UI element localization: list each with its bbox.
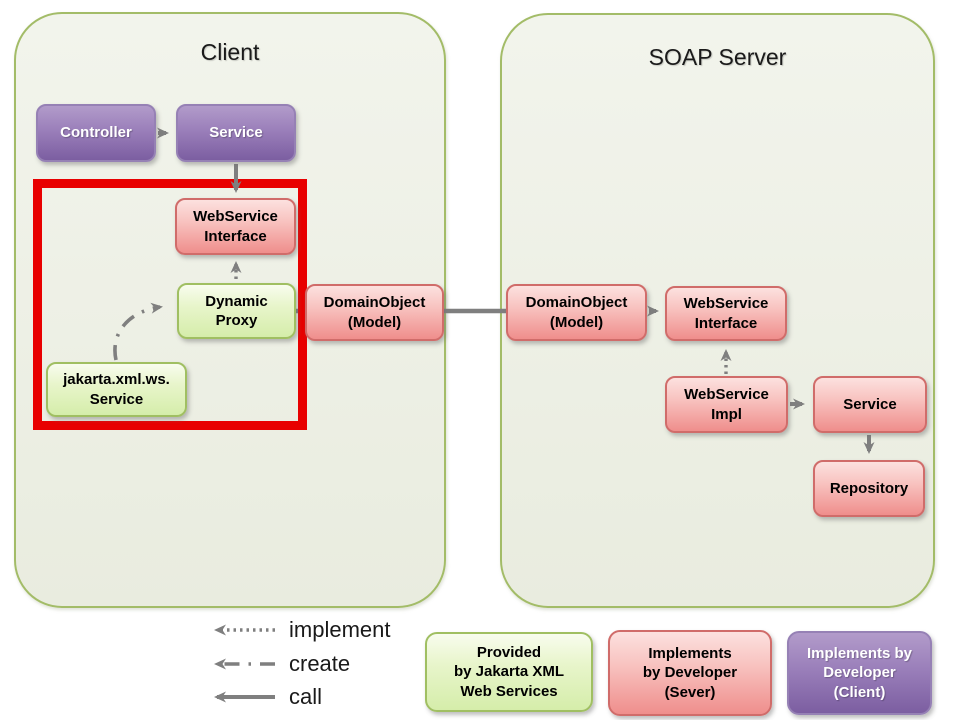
node-controller: Controller bbox=[36, 104, 156, 162]
legend-box-implements-by-developer-server: Implements by Developer (Sever) bbox=[608, 630, 772, 716]
node-server-domain-object: DomainObject (Model) bbox=[506, 284, 647, 341]
legend-box-provided-by-jakarta: Provided by Jakarta XML Web Services bbox=[425, 632, 593, 712]
legend-row-implement: implement bbox=[205, 617, 390, 643]
node-dynamic-proxy: Dynamic Proxy bbox=[177, 283, 296, 339]
node-client-domain-object: DomainObject (Model) bbox=[305, 284, 444, 341]
node-client-webservice-interface: WebService Interface bbox=[175, 198, 296, 255]
call-arrow-icon bbox=[214, 691, 275, 703]
client-title: Client bbox=[200, 39, 260, 65]
legend-label-implement: implement bbox=[289, 617, 391, 642]
legend-row-create: create bbox=[205, 651, 350, 677]
node-server-service: Service bbox=[813, 376, 927, 433]
create-arrow-icon bbox=[214, 658, 275, 670]
node-webservice-impl: WebService Impl bbox=[665, 376, 788, 433]
node-repository: Repository bbox=[813, 460, 925, 517]
legend-label-create: create bbox=[289, 651, 351, 676]
node-jakarta-xml-ws-service: jakarta.xml.ws. Service bbox=[46, 362, 187, 417]
jaxws-highlight-frame bbox=[33, 179, 307, 430]
implement-arrow-icon bbox=[214, 624, 275, 636]
legend-box-implements-by-developer-client: Implements by Developer (Client) bbox=[787, 631, 932, 715]
node-server-webservice-interface: WebService Interface bbox=[665, 286, 787, 341]
legend-row-call: call bbox=[205, 684, 322, 710]
legend-label-call: call bbox=[289, 684, 323, 709]
node-client-service: Service bbox=[176, 104, 296, 162]
soap-server-title: SOAP Server bbox=[648, 44, 787, 70]
